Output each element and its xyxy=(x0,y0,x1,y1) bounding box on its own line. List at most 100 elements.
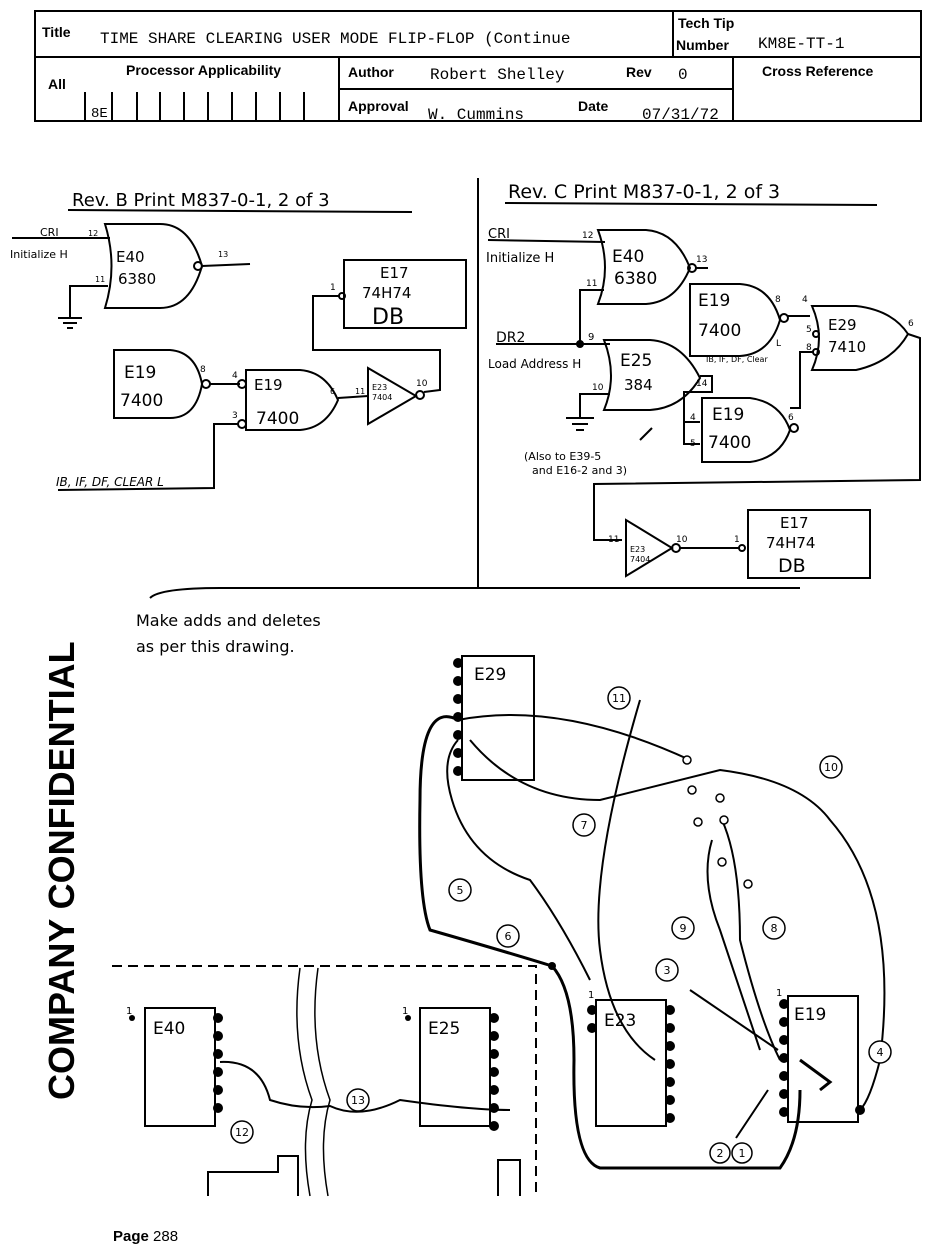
wire-9-marker xyxy=(671,916,695,940)
rev-b-e17: E17 xyxy=(380,264,409,282)
rev-b-e40-out xyxy=(201,263,251,267)
wire-6-label: 6 xyxy=(505,930,512,943)
rev-b-e19b-in4 xyxy=(237,379,247,389)
page-number: 288 xyxy=(153,1228,179,1245)
rev-c-e23-buffer xyxy=(625,518,674,578)
board-e25-pin1: 1 xyxy=(402,1006,408,1017)
board-connector-left xyxy=(207,1155,299,1196)
rev-b-ib-line xyxy=(57,423,238,491)
rev-c-pin: 11 xyxy=(586,279,597,289)
rev-c-pin: 9 xyxy=(588,332,594,343)
board-break-1 xyxy=(296,967,313,1197)
cross-reference-cell: Cross Reference xyxy=(732,56,922,122)
author-label: Author xyxy=(348,64,394,80)
rev-b-cr1: CRI xyxy=(40,226,59,239)
rev-c-pin: 4 xyxy=(802,295,808,305)
rev-b-pin: 6 xyxy=(330,387,335,396)
rev-c-e40-part: 6380 xyxy=(614,269,657,289)
rev-c-e29-in8-wire xyxy=(790,351,813,409)
rev-c-e19a-part: 7400 xyxy=(698,321,741,341)
rev-b-pin: 11 xyxy=(355,387,365,396)
wire-7 xyxy=(597,699,656,1061)
approval-label: Approval xyxy=(348,98,409,114)
wire-5-label: 5 xyxy=(457,884,464,897)
e25-pin xyxy=(489,1121,499,1131)
e23-pin xyxy=(665,1059,675,1069)
rev-c-ib-label: IB, IF, DF, Clear xyxy=(706,355,768,364)
wire-4-marker xyxy=(868,1040,892,1064)
page-footer: Page 288 xyxy=(113,1228,178,1245)
e29-pin xyxy=(453,676,463,686)
e40-pin xyxy=(213,1085,223,1095)
tech-tip-label: Tech Tip xyxy=(678,15,735,31)
rev-b-heading: Rev. B Print M837-0-1, 2 of 3 xyxy=(72,190,330,211)
rev-c-e17-part: 74H74 xyxy=(766,534,815,552)
via xyxy=(682,755,692,765)
board-note-line2: as per this drawing. xyxy=(136,637,295,656)
title-label: Title xyxy=(42,24,71,40)
e25-pin xyxy=(489,1049,499,1059)
rev-c-e19a: E19 xyxy=(698,291,730,311)
rev-b-e40-in11 xyxy=(69,285,108,318)
e19-pin xyxy=(779,999,789,1009)
rev-c-e25-in10 xyxy=(579,393,610,418)
rev-b-e19a-part: 7400 xyxy=(120,391,163,411)
rev-c-e29-in8 xyxy=(812,348,820,356)
board-e23-label: E23 xyxy=(604,1011,636,1031)
e23-pin xyxy=(665,1023,675,1033)
rev-c-e40: E40 xyxy=(612,247,644,267)
processor-cell: All Processor Applicability 8E xyxy=(34,56,340,122)
wire-10-marker xyxy=(819,755,843,779)
e25-pin xyxy=(489,1013,499,1023)
rev-c-e40-in11 xyxy=(579,289,604,344)
e23-pin xyxy=(665,1095,675,1105)
rev-b-pin: 4 xyxy=(232,371,238,381)
rev-c-pin: 10 xyxy=(676,535,688,545)
wire-8-label: 8 xyxy=(771,922,778,935)
e29-pin xyxy=(453,766,463,776)
rev-c-pin: 4 xyxy=(690,413,696,423)
e23-pin xyxy=(665,1005,675,1015)
board-break-2 xyxy=(314,967,331,1197)
via xyxy=(719,815,729,825)
e40-pin xyxy=(213,1103,223,1113)
rev-c-pin: 12 xyxy=(582,231,593,241)
wire-4 xyxy=(799,1058,833,1092)
e23-pin xyxy=(587,1005,597,1015)
via xyxy=(715,793,725,803)
rev-b-e23: E23 xyxy=(372,383,387,392)
e19-pin xyxy=(779,1035,789,1045)
rev-b-e19b-out xyxy=(337,395,369,399)
rev-b-e19b: E19 xyxy=(254,376,283,394)
title-value: TIME SHARE CLEARING USER MODE FLIP-FLOP … xyxy=(100,30,571,48)
rev-c-init: Initialize H xyxy=(486,251,554,266)
wire-9-label: 9 xyxy=(680,922,687,935)
rev-b-pin: 8 xyxy=(200,365,206,375)
rev-c-e25-gate xyxy=(602,339,702,411)
wire-6 xyxy=(446,739,591,981)
e29-pin xyxy=(453,730,463,740)
wire-5-cont xyxy=(550,964,802,1170)
e19-pin xyxy=(779,1107,789,1117)
rev-c-pin: 10 xyxy=(592,383,604,393)
board-e40-pin1: 1 xyxy=(126,1006,132,1017)
wire-5 xyxy=(418,715,553,968)
board-e29-label: E29 xyxy=(474,665,506,685)
via xyxy=(743,879,753,889)
e19-pin xyxy=(779,1017,789,1027)
rev-c-e25-part: 384 xyxy=(624,376,653,394)
pin1-dot xyxy=(405,1015,411,1021)
e25-pin xyxy=(489,1067,499,1077)
rev-c-also-1: (Also to E39-5 xyxy=(524,450,601,463)
e23-pin xyxy=(587,1023,597,1033)
wire-bend-dot xyxy=(548,962,556,970)
wire-11-label: 11 xyxy=(612,692,626,705)
rev-b-e23-buffer xyxy=(367,366,418,426)
rev-c-pin: 1 xyxy=(734,535,740,545)
approval-value: W. Cummins xyxy=(428,106,525,124)
e19-pin xyxy=(779,1053,789,1063)
rev-c-e29-part: 7410 xyxy=(828,338,866,356)
e40-pin xyxy=(213,1049,223,1059)
rev-b-pin: 13 xyxy=(218,250,228,259)
rev-c-pin: 5 xyxy=(806,325,812,335)
